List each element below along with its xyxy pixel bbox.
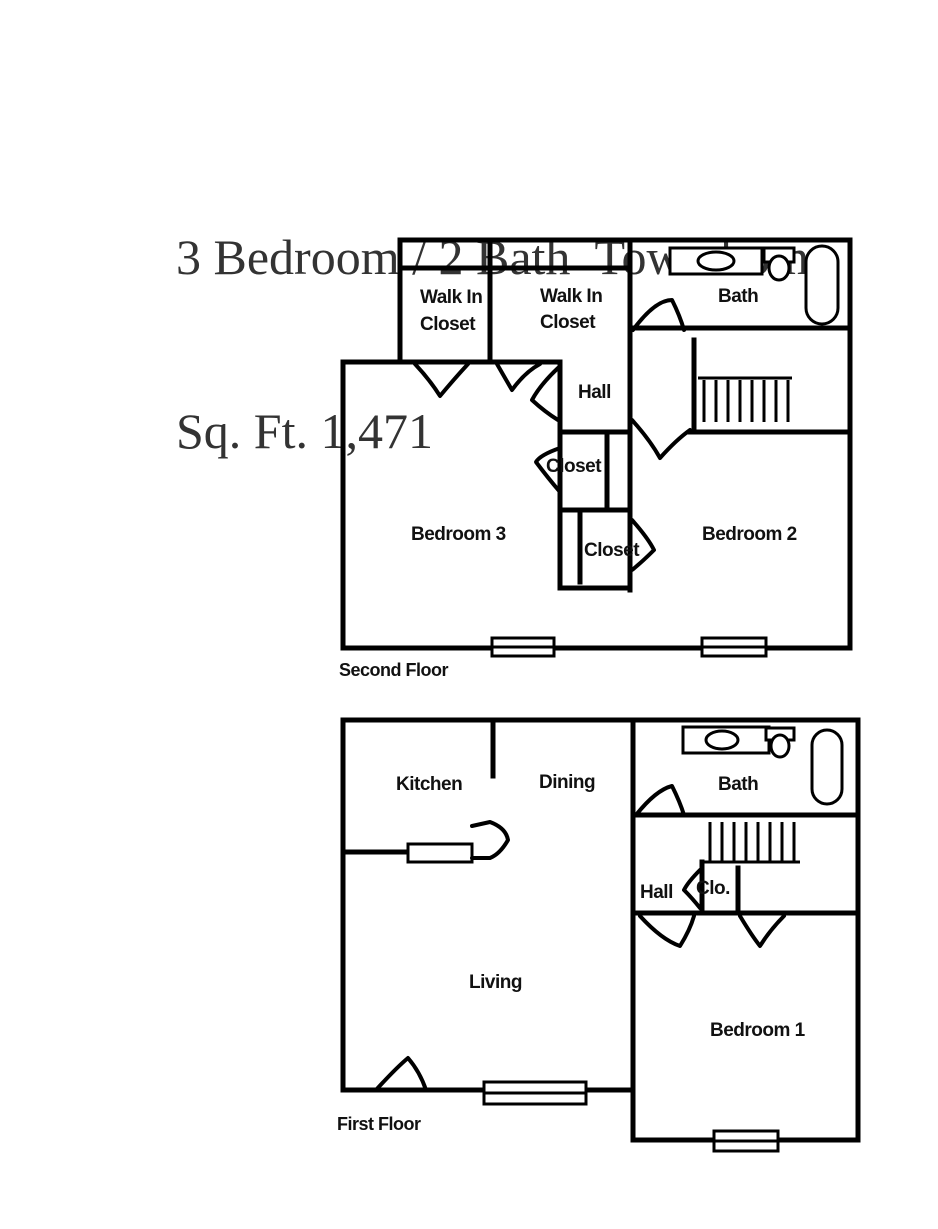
pantry-door-swing <box>470 820 510 860</box>
bedroom1-label: Bedroom 1 <box>710 1020 806 1041</box>
bedroom2-door-swing <box>630 418 692 460</box>
bedroom3-label: Bedroom 3 <box>411 524 506 545</box>
first-floor-bath-door-swing <box>634 784 686 817</box>
walkin-closet-1-label-line2: Closet <box>420 314 476 335</box>
walkin-closet-door-swing <box>495 362 542 392</box>
hall-door-swing <box>530 366 560 422</box>
second-floor-stairs <box>702 380 790 422</box>
kitchen-counter <box>406 842 474 864</box>
toilet-bowl-icon <box>767 254 791 282</box>
first-floor-sink-icon <box>704 729 740 751</box>
first-floor-bathtub-icon <box>810 728 844 806</box>
second-floor-bath-label: Bath <box>718 286 758 307</box>
first-floor-toilet-bowl-icon <box>769 733 791 759</box>
first-floor-outer-wall <box>340 717 861 1143</box>
bath-sink-icon <box>696 250 736 272</box>
second-floor-label: Second Floor <box>339 660 449 680</box>
bedroom1-door-swing-2 <box>738 914 786 948</box>
first-floor-closet-label: Clo. <box>696 878 730 899</box>
closet-upper-label: Closet <box>546 456 602 477</box>
walkin-closet-2-label-line1: Walk In <box>540 286 602 307</box>
living-label: Living <box>469 972 522 993</box>
closet-upper-door-swing <box>534 446 562 494</box>
first-floor-closet-door-swing <box>682 868 702 910</box>
walkin-closet-2-label-line2: Closet <box>540 312 596 333</box>
first-floor-bath-label: Bath <box>718 774 758 795</box>
first-floor-hall-label: Hall <box>640 882 673 903</box>
second-floor-plan: Walk In Closet Walk In Closet Bath Hall … <box>339 237 853 680</box>
bedroom3-closet-door-swing <box>413 362 470 398</box>
title-line-square-feet: Sq. Ft. 1,471 <box>176 403 434 459</box>
walkin-closet-1-label-line1: Walk In <box>420 287 482 308</box>
dining-label: Dining <box>539 772 595 793</box>
bedroom2-label: Bedroom 2 <box>702 524 797 545</box>
bathtub-icon <box>804 244 840 326</box>
bedroom1-door-swing-1 <box>638 914 696 948</box>
front-door-swing <box>374 1056 428 1092</box>
kitchen-label: Kitchen <box>396 774 462 795</box>
first-floor-plan: Kitchen Dining Bath Hall Clo. Living Bed… <box>337 717 861 1153</box>
first-floor-stairs <box>708 822 796 862</box>
closet-lower-door-swing <box>630 518 656 572</box>
bath-door-swing <box>631 298 686 332</box>
first-floor-label: First Floor <box>337 1114 421 1134</box>
closet-lower-label: Closet <box>584 540 640 561</box>
second-floor-hall-label: Hall <box>578 382 611 403</box>
